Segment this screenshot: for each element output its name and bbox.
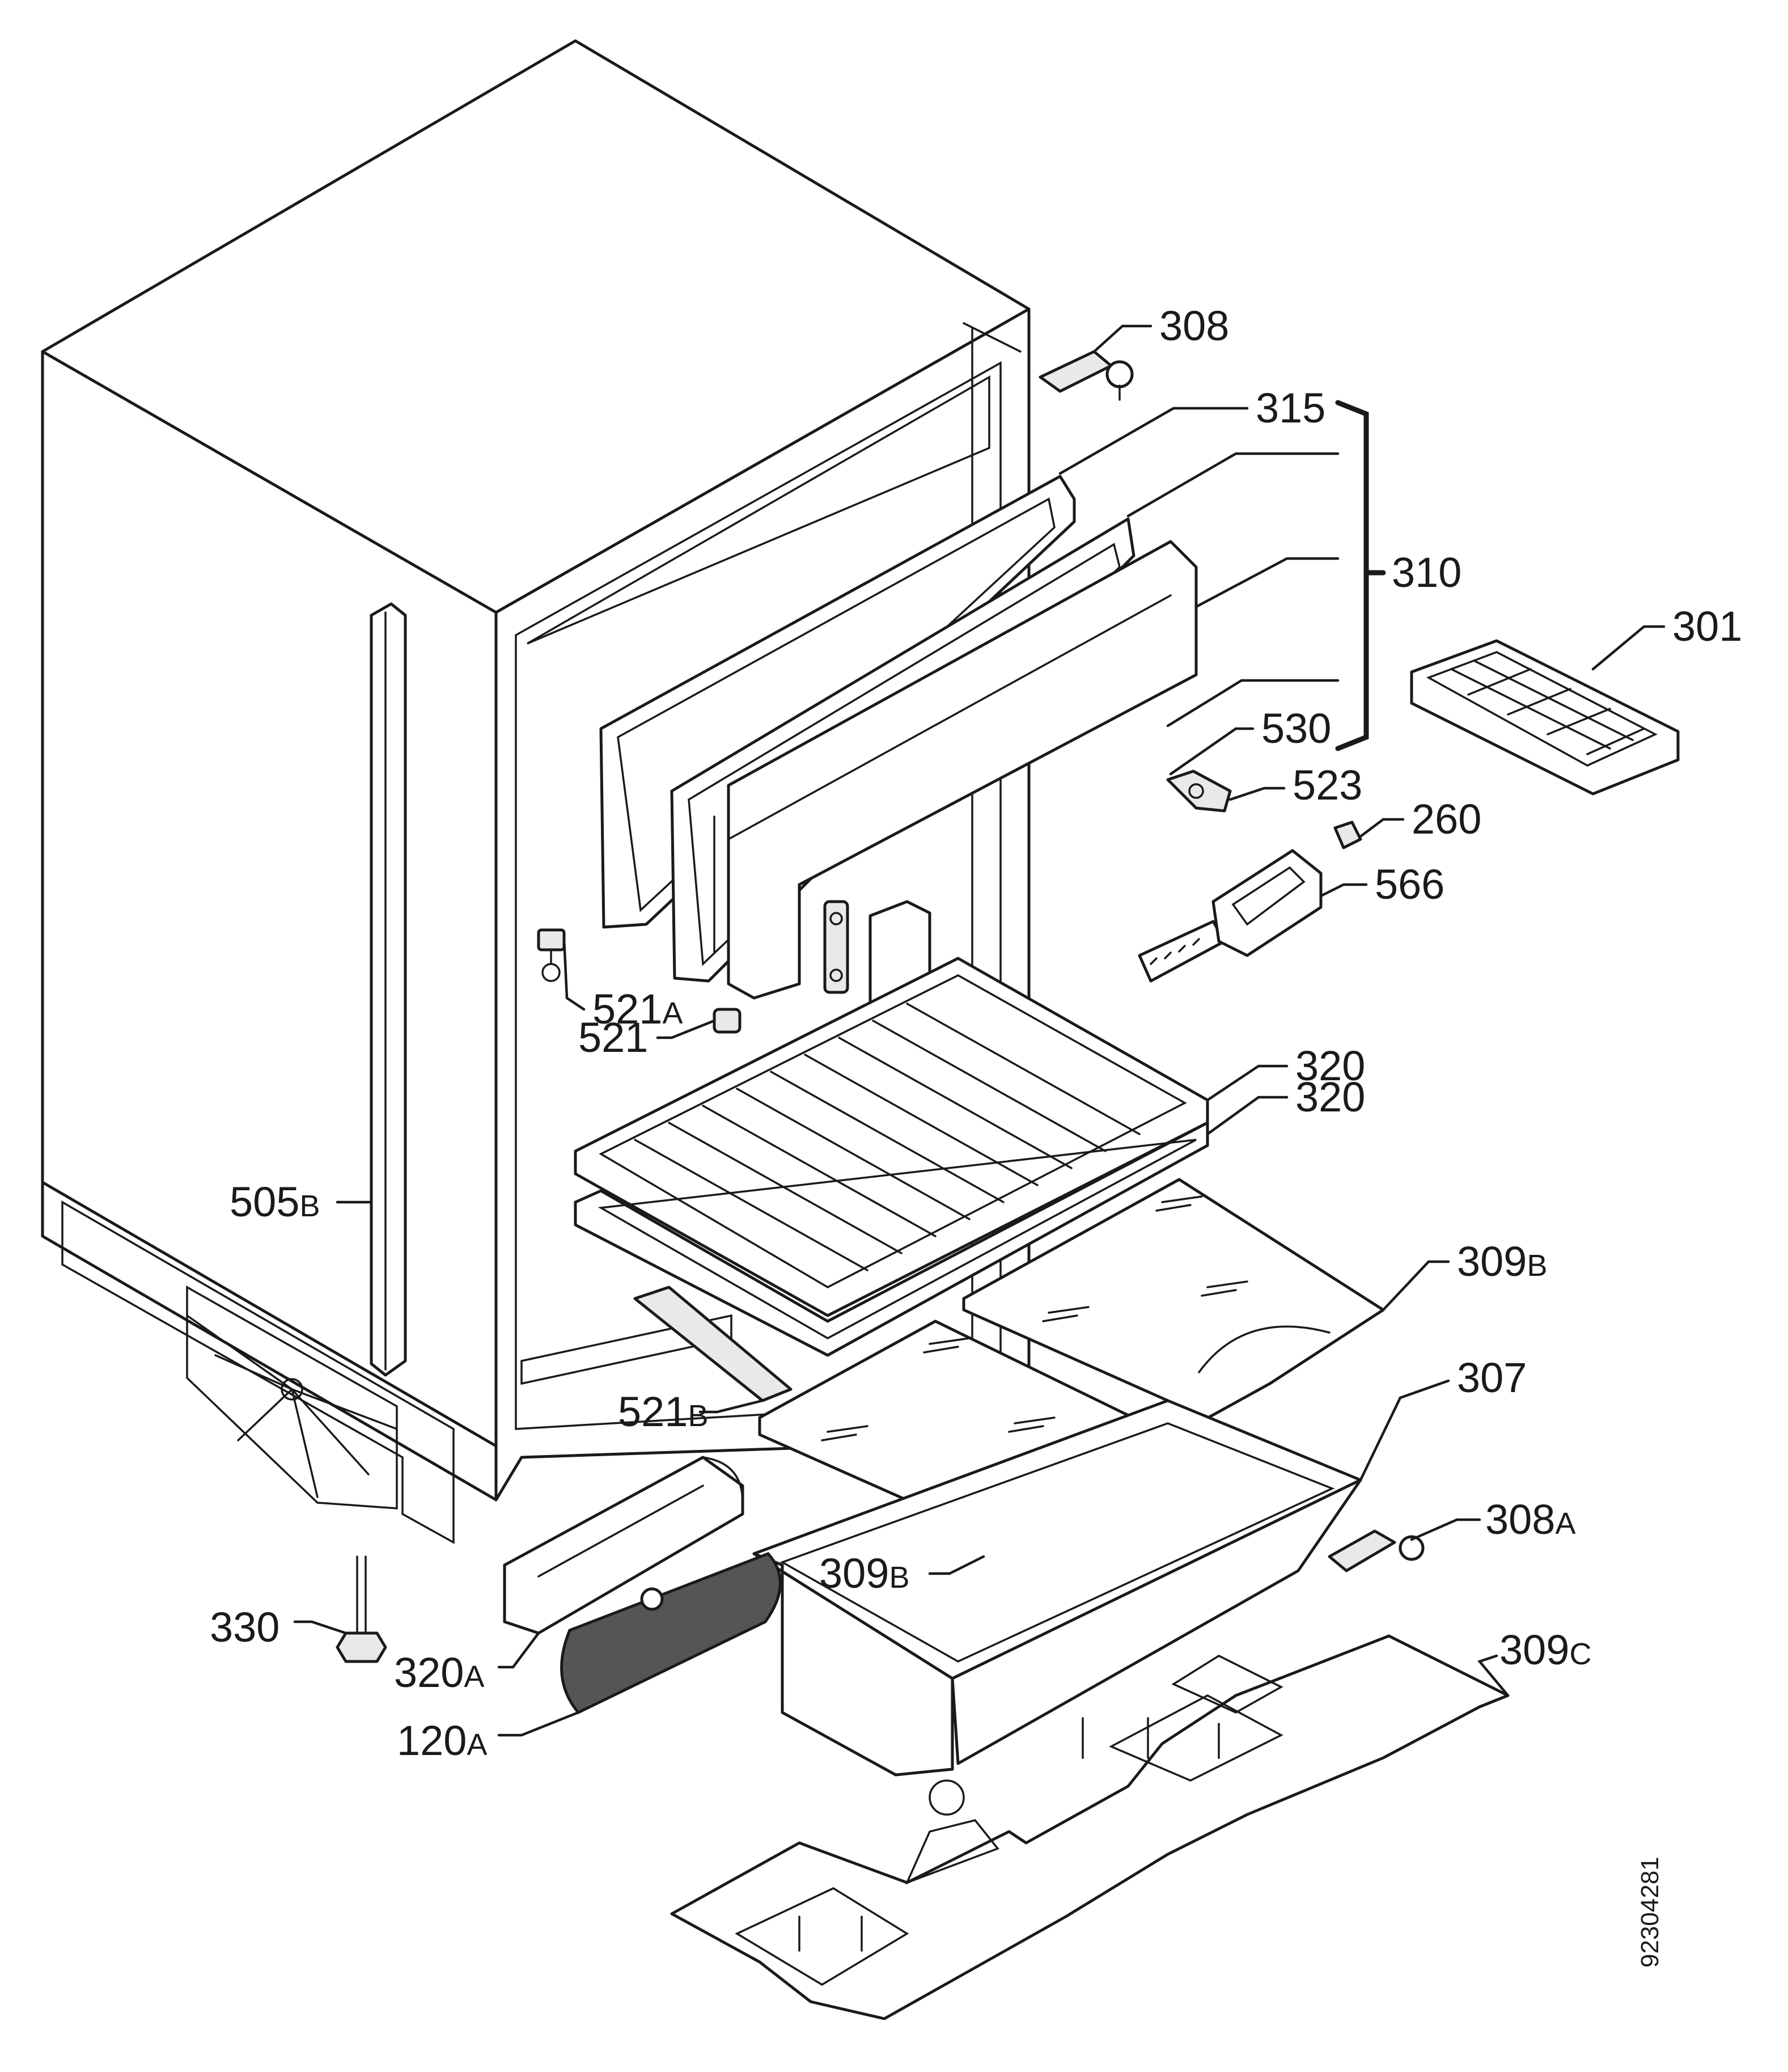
adjustable-foot-330 (336, 1555, 387, 1663)
callout-320-lower: 320 (1295, 1073, 1365, 1120)
callout-521: 521 (578, 1014, 648, 1061)
base-tray-309c (670, 1634, 1510, 2020)
callout-120a: 120A (397, 1717, 488, 1764)
lamp-cover-521 (713, 1008, 742, 1034)
hinge-pin-523 (1166, 769, 1232, 813)
vent-grille-120a (560, 1552, 782, 1715)
shelf-rail-521b (633, 1286, 793, 1402)
callout-320a: 320A (394, 1649, 485, 1696)
group-bracket-310 (1335, 400, 1369, 751)
callout-309b-lower: 309B (819, 1550, 910, 1597)
door-seal-strip (370, 602, 407, 1377)
callout-530: 530 (1261, 705, 1331, 752)
light-switch-521a (537, 928, 566, 982)
callout-505b: 505B (230, 1178, 320, 1225)
callout-521b: 521B (618, 1388, 709, 1435)
callout-521a: 521A (592, 986, 683, 1033)
callout-308a: 308A (1485, 1496, 1576, 1543)
ice-cube-tray (1410, 639, 1680, 796)
leader-lines (293, 324, 1666, 1737)
drawer-cover-309b-upper (962, 1178, 1385, 1431)
base-vent (186, 1285, 398, 1509)
callout-315: 315 (1256, 384, 1325, 432)
clip-260 (1333, 821, 1362, 849)
callout-308: 308 (1159, 302, 1229, 349)
callout-309b-upper: 309B (1457, 1238, 1548, 1285)
lamp-housing-320a (503, 1456, 744, 1635)
door-catch-308a (1328, 1529, 1425, 1572)
callout-307: 307 (1457, 1354, 1527, 1401)
callout-320-upper: 320 (1295, 1042, 1365, 1089)
door-hinge (823, 900, 849, 994)
ice-scraper-566 (1138, 849, 1323, 983)
callout-330: 330 (210, 1604, 279, 1651)
callout-301: 301 (1672, 603, 1742, 650)
callout-260: 260 (1412, 796, 1481, 843)
callout-523: 523 (1293, 762, 1362, 809)
door-catch-308 (1039, 350, 1134, 401)
drawer-307 (752, 1399, 1362, 1777)
callout-566: 566 (1375, 861, 1444, 908)
callout-309c: 309C (1499, 1626, 1591, 1673)
document-number: 92304281 (1636, 1857, 1664, 1968)
callout-310: 310 (1392, 549, 1461, 596)
